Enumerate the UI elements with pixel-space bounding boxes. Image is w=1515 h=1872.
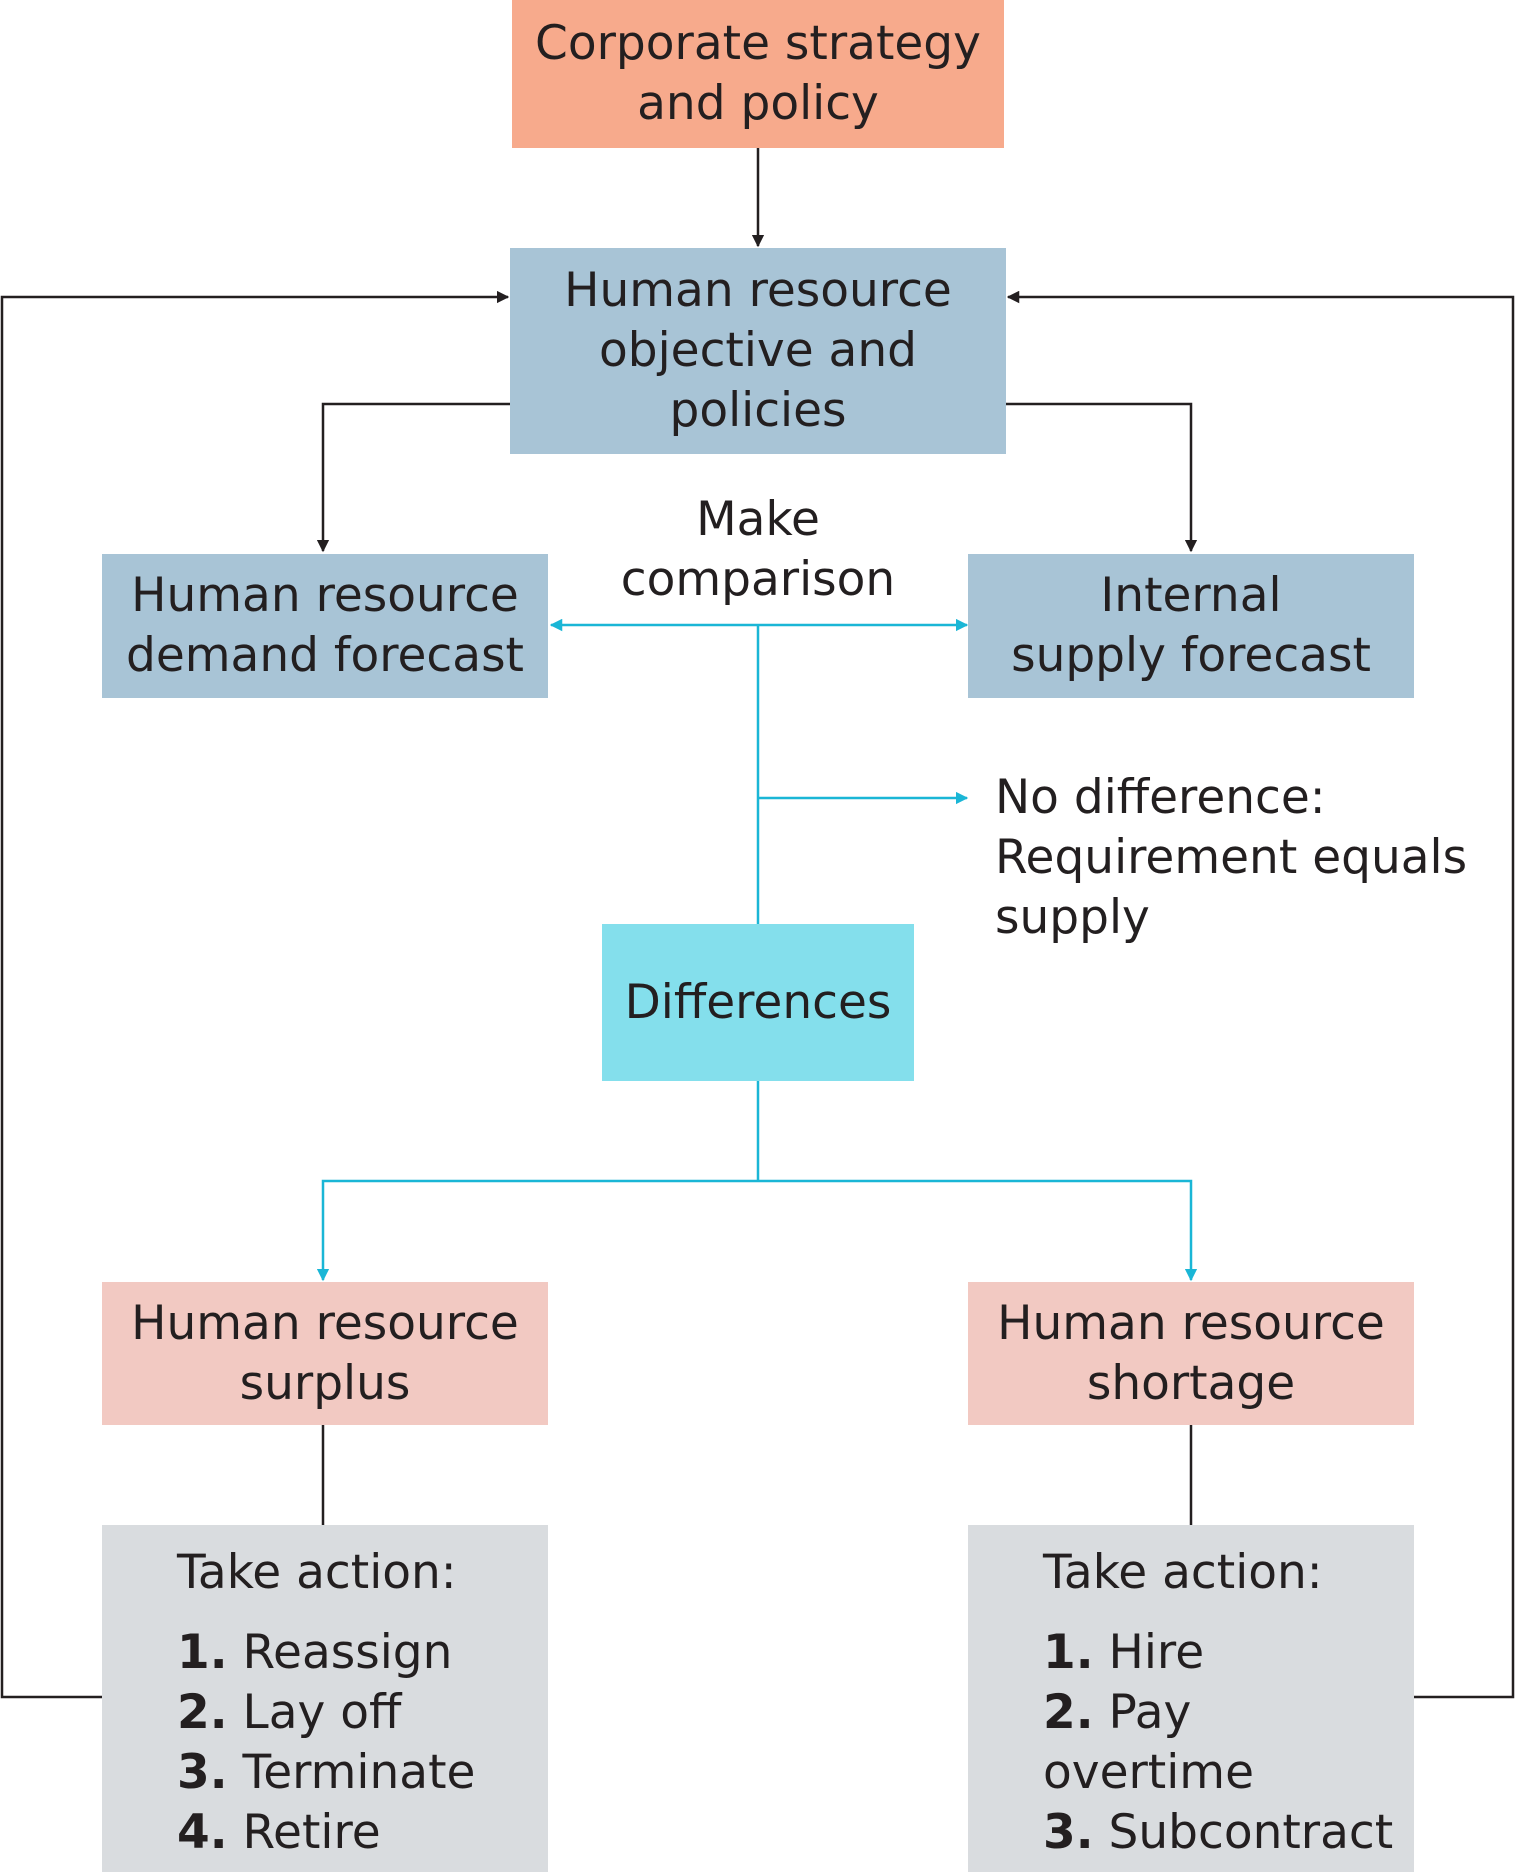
surplus-action-box: Take action: 1. Reassign 2. Lay off 3. T… — [102, 1525, 548, 1872]
shortage-box: Human resource shortage — [968, 1282, 1414, 1425]
objective-line-1: Human resource — [564, 263, 952, 318]
surplus-action-item: 4. Retire — [177, 1803, 381, 1863]
shortage-action-item: 2. Pay overtime — [1043, 1683, 1414, 1803]
arrow-feedback-left — [0, 290, 510, 1699]
shortage-line-1: Human resource — [997, 1295, 1385, 1351]
shortage-action-item: 1. Hire — [1043, 1623, 1204, 1683]
arrow-objective-to-supply — [1006, 402, 1198, 553]
item-number: 3. — [177, 1745, 228, 1800]
demand-line-1: Human resource — [131, 568, 519, 623]
item-text: Hire — [1108, 1625, 1205, 1680]
comparison-line-2: comparison — [620, 552, 896, 607]
differences-box: Differences — [602, 924, 914, 1081]
demand-forecast-box: Human resource demand forecast — [102, 554, 548, 698]
item-number: 1. — [177, 1625, 228, 1680]
surplus-action-item: 1. Reassign — [177, 1623, 452, 1683]
demand-line-2: demand forecast — [126, 628, 524, 683]
strategy-line-2: and policy — [637, 76, 879, 131]
surplus-line-2: surplus — [239, 1355, 411, 1411]
comparison-line-1: Make — [696, 492, 820, 547]
objective-box: Human resource objective and policies — [510, 248, 1006, 454]
differences-label: Differences — [624, 974, 892, 1030]
supply-line-1: Internal — [1100, 568, 1282, 623]
no-difference-line-1: No difference: — [995, 770, 1326, 825]
shortage-action-heading: Take action: — [1043, 1545, 1323, 1600]
shortage-action-item: 3. Subcontract — [1043, 1803, 1393, 1863]
surplus-line-1: Human resource — [131, 1295, 519, 1351]
shortage-line-2: shortage — [1086, 1355, 1296, 1411]
objective-line-3: policies — [669, 383, 847, 438]
surplus-action-heading: Take action: — [177, 1545, 457, 1600]
surplus-action-item: 3. Terminate — [177, 1743, 475, 1803]
strategy-box: Corporate strategy and policy — [512, 0, 1004, 148]
item-text: Subcontract — [1108, 1805, 1394, 1860]
arrow-feedback-right — [1006, 290, 1515, 1699]
supply-forecast-box: Internal supply forecast — [968, 554, 1414, 698]
no-difference-line-2: Requirement equals — [995, 830, 1468, 885]
item-text: Terminate — [242, 1745, 476, 1800]
item-number: 4. — [177, 1805, 228, 1860]
surplus-action-item: 2. Lay off — [177, 1683, 401, 1743]
item-number: 2. — [1043, 1685, 1094, 1740]
arrow-objective-to-demand — [316, 402, 510, 553]
item-text: Lay off — [242, 1685, 402, 1740]
arrow-differences-to-surplus — [316, 1179, 758, 1282]
make-comparison-label: Make comparison — [598, 490, 918, 610]
supply-line-2: supply forecast — [1011, 628, 1371, 683]
arrow-differences-to-shortage — [758, 1179, 1198, 1282]
item-text: Reassign — [242, 1625, 453, 1680]
objective-line-2: objective and — [599, 323, 917, 378]
strategy-line-1: Corporate strategy — [535, 16, 981, 71]
item-number: 2. — [177, 1685, 228, 1740]
surplus-box: Human resource surplus — [102, 1282, 548, 1425]
item-number: 3. — [1043, 1805, 1094, 1860]
shortage-action-box: Take action: 1. Hire 2. Pay overtime 3. … — [968, 1525, 1414, 1872]
no-difference-line-3: supply — [995, 890, 1150, 945]
item-text: Pay overtime — [1043, 1685, 1254, 1800]
no-difference-label: No difference: Requirement equals supply — [995, 768, 1510, 948]
item-number: 1. — [1043, 1625, 1094, 1680]
item-text: Retire — [242, 1805, 381, 1860]
